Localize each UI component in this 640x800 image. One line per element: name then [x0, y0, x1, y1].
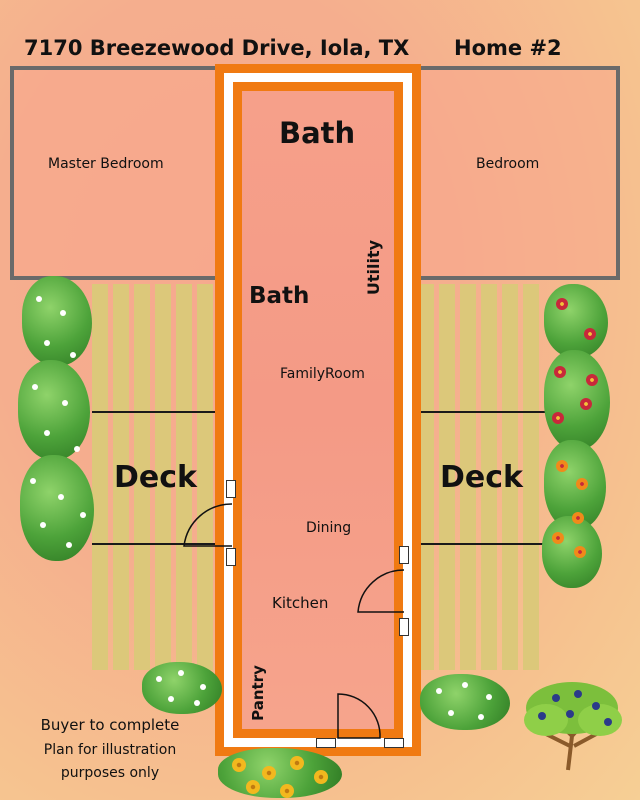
- bath-top-label: Bath: [279, 116, 356, 150]
- tree-icon: [524, 682, 622, 771]
- right-door-swing: [357, 569, 405, 613]
- master-bedroom-label: Master Bedroom: [48, 156, 164, 172]
- note-line-1: Buyer to complete: [40, 716, 180, 734]
- interior-floor: [242, 91, 394, 729]
- front-door-frame-right: [384, 738, 404, 748]
- left-door-frame-bottom: [226, 548, 236, 566]
- utility-label: Utility: [364, 239, 384, 296]
- note-line-3: purposes only: [60, 765, 160, 781]
- bedroom-wing: [418, 66, 620, 280]
- note-line-2: Plan for illustration: [43, 742, 177, 758]
- address-title: 7170 Breezewood Drive, Iola, TX: [24, 36, 410, 60]
- left-door-frame-top: [226, 480, 236, 498]
- bath-mid-label: Bath: [249, 283, 310, 309]
- family-room-label: FamilyRoom: [280, 366, 365, 382]
- front-door-swing: [337, 693, 381, 739]
- right-deck-label: Deck: [440, 460, 523, 495]
- front-door-frame-left: [316, 738, 336, 748]
- right-door-frame-bottom: [399, 618, 409, 636]
- bedroom-label: Bedroom: [476, 156, 540, 172]
- dining-label: Dining: [306, 520, 352, 536]
- left-door-swing: [183, 503, 233, 547]
- home-number: Home #2: [454, 36, 562, 60]
- right-door-frame-top: [399, 546, 409, 564]
- pantry-label: Pantry: [248, 665, 267, 721]
- left-deck-label: Deck: [114, 460, 197, 495]
- master-bedroom-wing: [10, 66, 222, 280]
- kitchen-label: Kitchen: [272, 594, 329, 612]
